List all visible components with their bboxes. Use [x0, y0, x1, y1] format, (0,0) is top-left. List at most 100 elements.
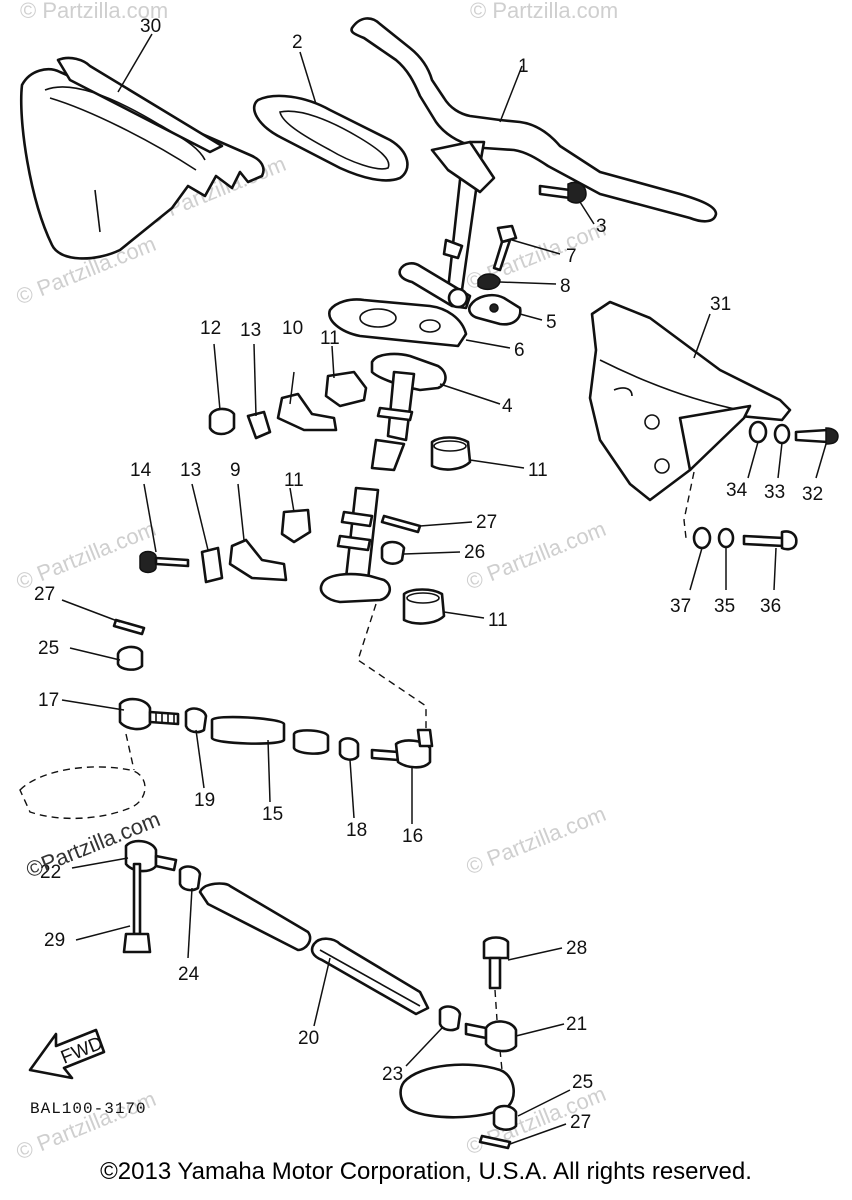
leader-lines [61, 33, 827, 1145]
callout-1: 1 [518, 56, 529, 77]
callout-19: 19 [194, 790, 215, 811]
part-24-locknut[interactable] [178, 865, 202, 892]
callout-35: 35 [714, 596, 735, 617]
part-23-locknut[interactable] [438, 1005, 462, 1032]
part-29-bolt[interactable] [122, 862, 152, 954]
part-6-plate[interactable] [328, 298, 468, 348]
watermark: © Partzilla.com [470, 0, 618, 23]
part-17-tie-rod-end[interactable] [118, 697, 180, 731]
part-8-nut[interactable] [477, 273, 501, 291]
callout-15: 15 [262, 804, 283, 825]
part-32-bolt[interactable] [794, 427, 839, 445]
part-9-clamp[interactable] [228, 538, 288, 582]
part-28-bolt[interactable] [482, 936, 510, 1021]
part-column-lower[interactable] [319, 486, 427, 744]
callout-5: 5 [546, 312, 557, 333]
callout-37: 37 [670, 596, 691, 617]
callout-27b: 27 [34, 584, 55, 605]
callout-36: 36 [760, 596, 781, 617]
part-11-grommet[interactable] [280, 508, 312, 544]
fwd-arrow-icon: FWD [28, 1028, 106, 1080]
part-2-handle-cover[interactable] [252, 94, 409, 182]
watermark: © Partzilla.com [463, 801, 610, 880]
callout-18: 18 [346, 820, 367, 841]
callout-12: 12 [200, 318, 221, 339]
part-13-bracket[interactable] [200, 546, 224, 584]
callout-11a: 11 [320, 328, 340, 349]
part-11-grommet[interactable] [402, 588, 446, 625]
part-14-bolt[interactable] [139, 550, 190, 574]
part-10-clamp[interactable] [276, 392, 338, 432]
part-21-tie-rod-end[interactable] [464, 1020, 518, 1053]
part-27-cotter-pin[interactable] [478, 1134, 512, 1150]
part-27-cotter-pin[interactable] [112, 618, 146, 636]
watermark: © Partzilla.com [13, 1086, 160, 1165]
callout-25b: 25 [572, 1072, 593, 1093]
part-11-grommet[interactable] [430, 436, 472, 471]
callout-22: 22 [40, 862, 61, 883]
part-34-washer[interactable] [748, 420, 768, 444]
callout-4: 4 [502, 396, 513, 417]
part-30-handlebar-cover[interactable] [19, 56, 265, 260]
callout-24: 24 [178, 964, 200, 985]
callout-31: 31 [710, 294, 731, 315]
part-13-bracket[interactable] [246, 410, 272, 440]
callout-16: 16 [402, 826, 423, 847]
callout-8: 8 [560, 276, 571, 297]
callout-33: 33 [764, 482, 785, 503]
callout-21: 21 [566, 1014, 587, 1035]
part-25-nut[interactable] [492, 1104, 518, 1131]
part-1-handlebar[interactable] [350, 17, 718, 310]
part-31-side-panel[interactable] [588, 300, 792, 539]
callout-6: 6 [514, 340, 525, 361]
part-25-nut[interactable] [116, 645, 144, 671]
copyright-notice: ©2013 Yamaha Motor Corporation, U.S.A. A… [100, 1158, 752, 1185]
part-11-grommet[interactable] [324, 370, 368, 408]
callout-34: 34 [726, 480, 748, 501]
part-26-nut[interactable] [380, 540, 406, 565]
callout-17: 17 [38, 690, 59, 711]
part-4-steering-column[interactable] [370, 352, 447, 472]
callout-13b: 13 [180, 460, 201, 481]
part-15-tie-rod[interactable] [210, 715, 286, 745]
watermark: © Partzilla.com [20, 0, 168, 23]
callout-26: 26 [464, 542, 485, 563]
callout-11b: 11 [528, 460, 548, 481]
part-16-tie-rod-end[interactable] [370, 728, 434, 769]
callouts: 30 2 1 3 7 8 5 6 4 12 13 10 11 11 14 13 … [34, 16, 823, 1133]
callout-32: 32 [802, 484, 823, 505]
callout-28: 28 [566, 938, 587, 959]
part-36-bolt[interactable] [742, 530, 798, 551]
part-5-clamp[interactable] [467, 293, 522, 326]
part-19-locknut[interactable] [184, 707, 208, 734]
callout-29: 29 [44, 930, 65, 951]
callout-14: 14 [130, 460, 152, 481]
callout-20: 20 [298, 1028, 319, 1049]
part-3-bolt[interactable] [538, 181, 587, 204]
callout-2: 2 [292, 32, 303, 53]
callout-9: 9 [230, 460, 241, 481]
callout-11c: 11 [284, 470, 304, 491]
callout-25a: 25 [38, 638, 59, 659]
callout-11d: 11 [488, 610, 508, 631]
part-33-washer[interactable] [773, 423, 791, 445]
part-20-tie-rod[interactable] [198, 882, 430, 1016]
watermark: © Partzilla.com [13, 516, 160, 595]
callout-30: 30 [140, 16, 161, 37]
part-15-tie-rod-section[interactable] [292, 729, 330, 755]
part-18-locknut[interactable] [338, 737, 360, 761]
diagram-code: BAL100-3170 [30, 1100, 147, 1118]
part-37-washer[interactable] [692, 526, 712, 550]
steering-arm-sketch [19, 733, 146, 820]
callout-10: 10 [282, 318, 303, 339]
callout-7: 7 [566, 246, 577, 267]
part-7-bolt[interactable] [492, 224, 518, 272]
callout-13a: 13 [240, 320, 261, 341]
callout-27a: 27 [476, 512, 497, 533]
part-12-nut[interactable] [208, 407, 236, 436]
part-27-cotter-pin[interactable] [380, 514, 422, 534]
part-35-washer[interactable] [717, 527, 735, 549]
callout-3: 3 [596, 216, 607, 237]
callout-23: 23 [382, 1064, 403, 1085]
